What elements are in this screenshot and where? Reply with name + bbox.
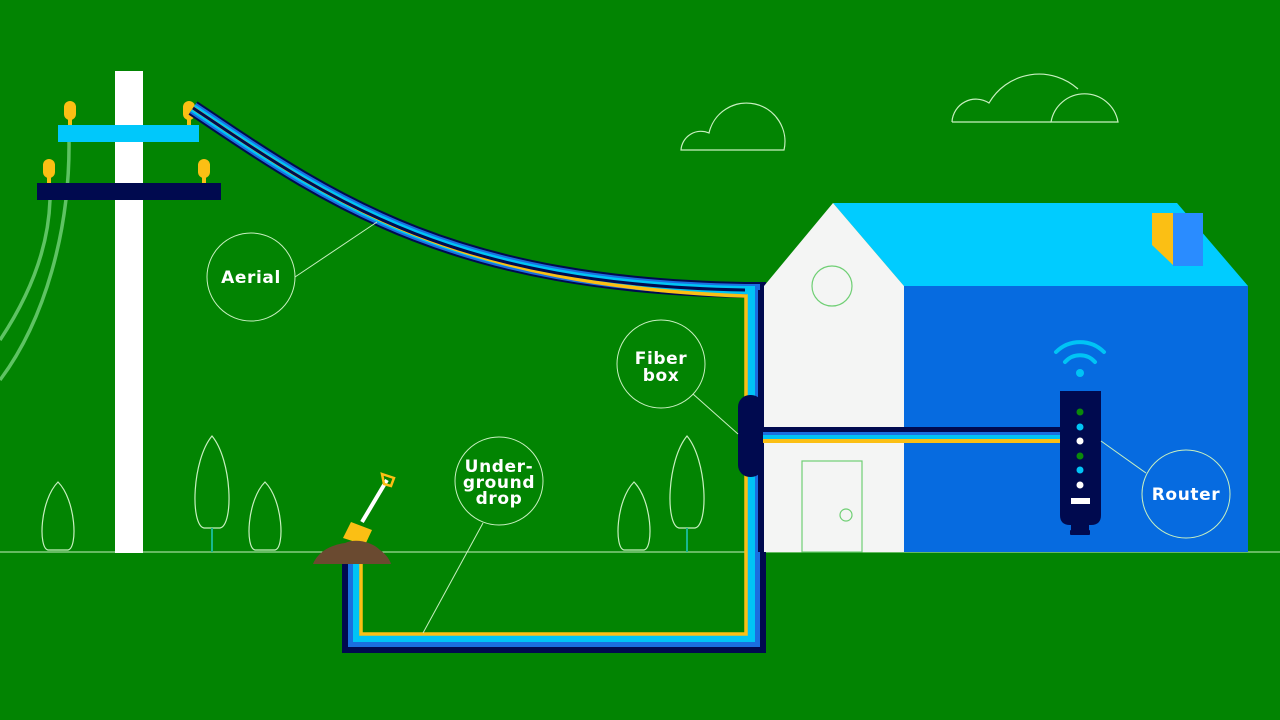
router-led <box>1076 408 1084 416</box>
label-ground: ground <box>463 473 535 493</box>
house-gable <box>764 203 904 552</box>
pole <box>115 71 143 553</box>
label-drop: drop <box>476 489 523 509</box>
router-led <box>1076 423 1084 431</box>
house-roof <box>833 203 1248 286</box>
callout-aerial: Aerial <box>206 221 378 322</box>
cloud-icon <box>680 102 786 151</box>
label-box: box <box>643 366 680 386</box>
router-base <box>1070 530 1090 535</box>
indoor-fiber-cable <box>762 427 1062 443</box>
callout-fiber-box: Fiber box <box>616 319 739 435</box>
label-aerial: Aerial <box>221 268 281 288</box>
dirt-mound <box>313 540 391 564</box>
tree-icon <box>617 481 651 551</box>
router <box>1054 340 1106 535</box>
utility-pole <box>37 71 221 553</box>
tree-icon <box>248 481 282 551</box>
cloud-icon <box>951 73 1119 123</box>
fiber-box <box>738 395 763 477</box>
label-under: Under- <box>465 457 534 477</box>
wifi-icon <box>1054 340 1106 377</box>
fiber-cable <box>188 101 766 653</box>
shovel-icon <box>343 472 396 545</box>
router-port <box>1071 498 1090 504</box>
tree-icon <box>194 435 230 552</box>
router-led <box>1076 452 1084 460</box>
tree-icon <box>41 481 75 551</box>
house-door <box>801 460 863 553</box>
router-stand <box>1071 524 1089 532</box>
router-led <box>1076 466 1084 474</box>
lower-crossarm <box>37 183 221 200</box>
chimney-right <box>1173 213 1203 266</box>
router-led <box>1076 437 1084 445</box>
door-knob <box>839 508 853 522</box>
tree-icon <box>669 435 705 552</box>
chimney-left <box>1152 213 1173 265</box>
label-fiber: Fiber <box>635 349 688 369</box>
callout-underground-drop: Under- ground drop <box>422 436 544 634</box>
label-router: Router <box>1152 485 1221 505</box>
router-led <box>1076 481 1084 489</box>
insulator-icon <box>43 101 210 183</box>
power-lines <box>0 139 71 382</box>
callout-router: Router <box>1100 440 1231 539</box>
attic-window <box>811 265 853 307</box>
upper-crossarm <box>58 125 199 142</box>
